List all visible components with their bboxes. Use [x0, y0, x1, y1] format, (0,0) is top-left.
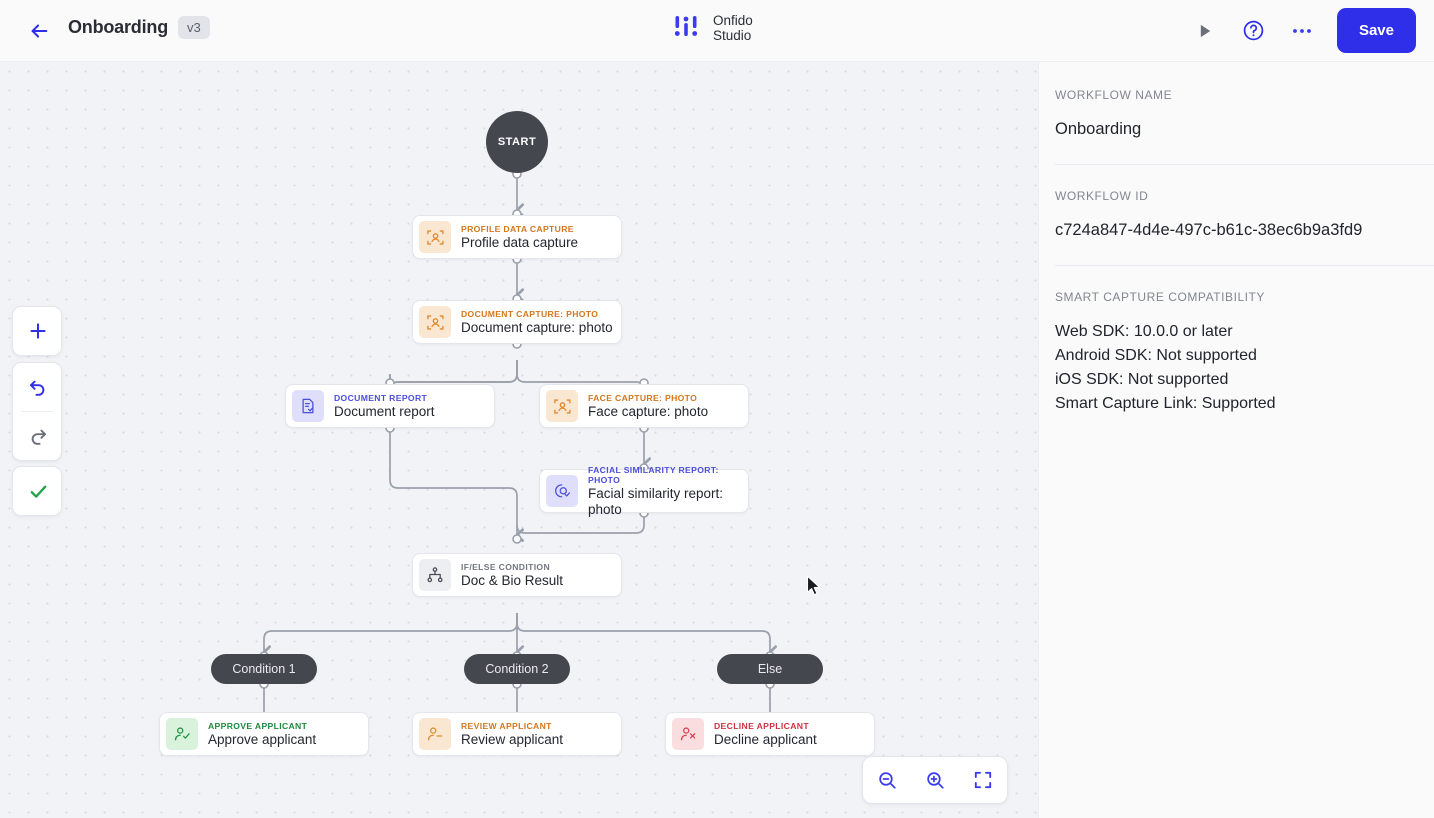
- add-node-button[interactable]: [13, 307, 63, 355]
- more-options-button[interactable]: [1281, 9, 1323, 53]
- user-minus-icon: [419, 718, 451, 750]
- node-kicker: PROFILE DATA CAPTURE: [461, 223, 574, 234]
- face-scan-icon: [546, 390, 578, 422]
- node-kicker: APPROVE APPLICANT: [208, 720, 308, 731]
- help-button[interactable]: [1233, 9, 1275, 53]
- workflow-details-panel: WORKFLOW NAME Onboarding WORKFLOW ID c72…: [1038, 62, 1434, 818]
- compat-line: Web SDK: 10.0.0 or later: [1055, 323, 1233, 340]
- node-facial-similarity-report-photo[interactable]: FACIAL SIMILARITY REPORT: PHOTO Facial s…: [539, 465, 749, 517]
- condition-pill-2[interactable]: Condition 2: [464, 654, 570, 684]
- node-label: Decline applicant: [714, 731, 817, 747]
- zoom-in-button[interactable]: [911, 757, 959, 803]
- fit-screen-icon: [974, 771, 992, 789]
- node-kicker: DECLINE APPLICANT: [714, 720, 809, 731]
- face-compare-icon: [546, 475, 578, 507]
- check-icon: [30, 485, 46, 498]
- node-label: Face capture: photo: [588, 403, 709, 419]
- start-node[interactable]: START: [486, 111, 548, 173]
- save-button[interactable]: Save: [1336, 8, 1416, 53]
- back-button[interactable]: [24, 16, 54, 46]
- ellipsis-icon: [1293, 28, 1311, 33]
- workflow-name-label: WORKFLOW NAME: [1055, 88, 1173, 102]
- panel-divider: [1055, 265, 1434, 266]
- workflow-canvas[interactable]: START PROFILE DATA CAPTURE Profile data …: [0, 62, 1038, 818]
- node-kicker: FACIAL SIMILARITY REPORT: PHOTO: [588, 464, 719, 485]
- node-label: Doc & Bio Result: [461, 572, 564, 588]
- redo-icon: [31, 429, 46, 445]
- smart-capture-compatibility-list: Web SDK: 10.0.0 or later Android SDK: No…: [1055, 320, 1434, 416]
- document-check-icon: [292, 390, 324, 422]
- node-kicker: DOCUMENT REPORT: [334, 392, 428, 403]
- node-label: Document report: [334, 403, 435, 419]
- add-node-toolbar: [12, 306, 62, 356]
- validate-toolbar: [12, 466, 62, 516]
- fit-screen-button[interactable]: [959, 757, 1007, 803]
- top-actions: Save: [1185, 8, 1416, 53]
- node-kicker: REVIEW APPLICANT: [461, 720, 552, 731]
- face-scan-icon: [419, 221, 451, 253]
- user-x-icon: [672, 718, 704, 750]
- node-if-else-condition[interactable]: IF/ELSE CONDITION Doc & Bio Result: [412, 553, 622, 597]
- toolbar-divider: [21, 411, 53, 412]
- user-check-icon: [166, 718, 198, 750]
- zoom-out-icon: [878, 771, 896, 789]
- node-profile-data-capture[interactable]: PROFILE DATA CAPTURE Profile data captur…: [412, 215, 622, 259]
- workflow-edges: [259, 169, 777, 729]
- play-icon: [1201, 24, 1211, 37]
- onfido-logo-icon: [674, 16, 698, 36]
- brand-name-line2: Studio: [713, 28, 752, 43]
- panel-divider: [1055, 164, 1434, 165]
- compat-line: Smart Capture Link: Supported: [1055, 395, 1276, 412]
- compat-line: iOS SDK: Not supported: [1055, 371, 1229, 388]
- top-bar: Onboarding v3 Onfido Studio: [0, 0, 1434, 62]
- arrow-left-icon: [31, 24, 48, 38]
- node-document-capture-photo[interactable]: DOCUMENT CAPTURE: PHOTO Document capture…: [412, 300, 622, 344]
- node-kicker: FACE CAPTURE: PHOTO: [588, 392, 698, 403]
- run-button[interactable]: [1185, 9, 1227, 53]
- condition-pill-1[interactable]: Condition 1: [211, 654, 317, 684]
- brand-logo-group: Onfido Studio: [672, 13, 753, 43]
- node-label: Profile data capture: [461, 234, 579, 250]
- zoom-controls: [862, 756, 1008, 804]
- redo-button[interactable]: [13, 412, 63, 460]
- validate-button[interactable]: [13, 467, 63, 515]
- node-face-capture-photo[interactable]: FACE CAPTURE: PHOTO Face capture: photo: [539, 384, 749, 428]
- node-document-report[interactable]: DOCUMENT REPORT Document report: [285, 384, 495, 428]
- node-review-applicant[interactable]: REVIEW APPLICANT Review applicant: [412, 712, 622, 756]
- face-scan-icon: [419, 306, 451, 338]
- history-toolbar: [12, 362, 62, 461]
- zoom-in-icon: [926, 771, 944, 789]
- node-kicker: IF/ELSE CONDITION: [461, 561, 551, 572]
- smart-capture-compatibility-label: SMART CAPTURE COMPATIBILITY: [1055, 290, 1265, 304]
- node-kicker: DOCUMENT CAPTURE: PHOTO: [461, 308, 599, 319]
- brand-name-line1: Onfido: [713, 13, 753, 28]
- undo-icon: [30, 380, 45, 396]
- zoom-out-button[interactable]: [863, 757, 911, 803]
- node-label: Approve applicant: [208, 731, 317, 747]
- workflow-title-group: Onboarding v3: [68, 16, 210, 39]
- node-label: Review applicant: [461, 731, 564, 747]
- workflow-name-value: Onboarding: [1055, 120, 1142, 138]
- node-decline-applicant[interactable]: DECLINE APPLICANT Decline applicant: [665, 712, 875, 756]
- condition-pill-else[interactable]: Else: [717, 654, 823, 684]
- node-approve-applicant[interactable]: APPROVE APPLICANT Approve applicant: [159, 712, 369, 756]
- plus-icon: [30, 323, 46, 339]
- branch-icon: [419, 559, 451, 591]
- version-badge[interactable]: v3: [178, 16, 210, 39]
- node-label: Facial similarity report: photo: [588, 485, 724, 517]
- workflow-id-value: c724a847-4d4e-497c-b61c-38ec6b9a3fd9: [1055, 221, 1363, 239]
- undo-button[interactable]: [13, 363, 63, 411]
- question-circle-icon: [1244, 20, 1264, 41]
- node-label: Document capture: photo: [461, 319, 613, 335]
- compat-line: Android SDK: Not supported: [1055, 347, 1257, 364]
- page-title: Onboarding: [68, 17, 168, 37]
- workflow-id-label: WORKFLOW ID: [1055, 189, 1149, 203]
